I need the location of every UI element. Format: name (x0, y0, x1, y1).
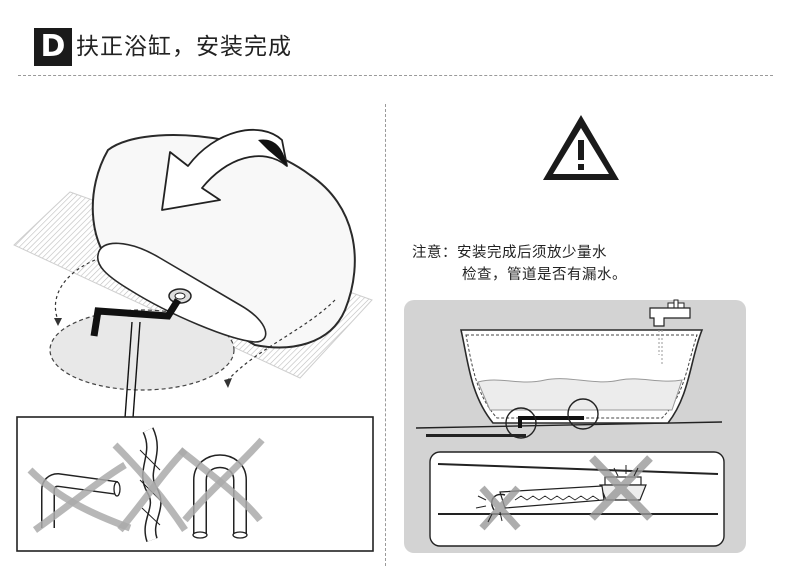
warning-note-line-2: 检查，管道是否有漏水。 (462, 267, 627, 283)
bathtub-tilt-illustration (13, 128, 373, 419)
tilt-arc-right (227, 299, 336, 381)
u-bend-pipe-icon (177, 437, 265, 539)
step-title: 扶正浴缸，安装完成 (76, 34, 292, 60)
bathtub-body (91, 134, 356, 349)
installed-drain-pipe (518, 416, 584, 428)
bent-pipe-icon (27, 461, 132, 533)
drain-callout (567, 398, 599, 430)
pipe-joint-callout (505, 407, 537, 439)
water-surface (477, 378, 683, 411)
page-header: D 扶正浴缸，安装完成 (0, 0, 790, 78)
drain-pipe (90, 298, 181, 337)
twisted-pipe-icon (112, 427, 188, 542)
rotate-arrow-icon (161, 128, 288, 211)
header-divider (18, 75, 773, 76)
warning-note-line-1: 注意：安装完成后须放少量水 (412, 245, 607, 261)
installed-bathtub-panel (404, 299, 746, 553)
leak-x-mark (589, 455, 653, 521)
column-divider (385, 104, 386, 566)
warning-triangle-icon (543, 115, 619, 180)
step-badge: D (34, 28, 72, 66)
warning-note: 注意：安装完成后须放少量水 检查，管道是否有漏水。 (412, 242, 627, 286)
pipe-bend-warning-box (16, 416, 374, 552)
faucet-icon (649, 299, 691, 365)
